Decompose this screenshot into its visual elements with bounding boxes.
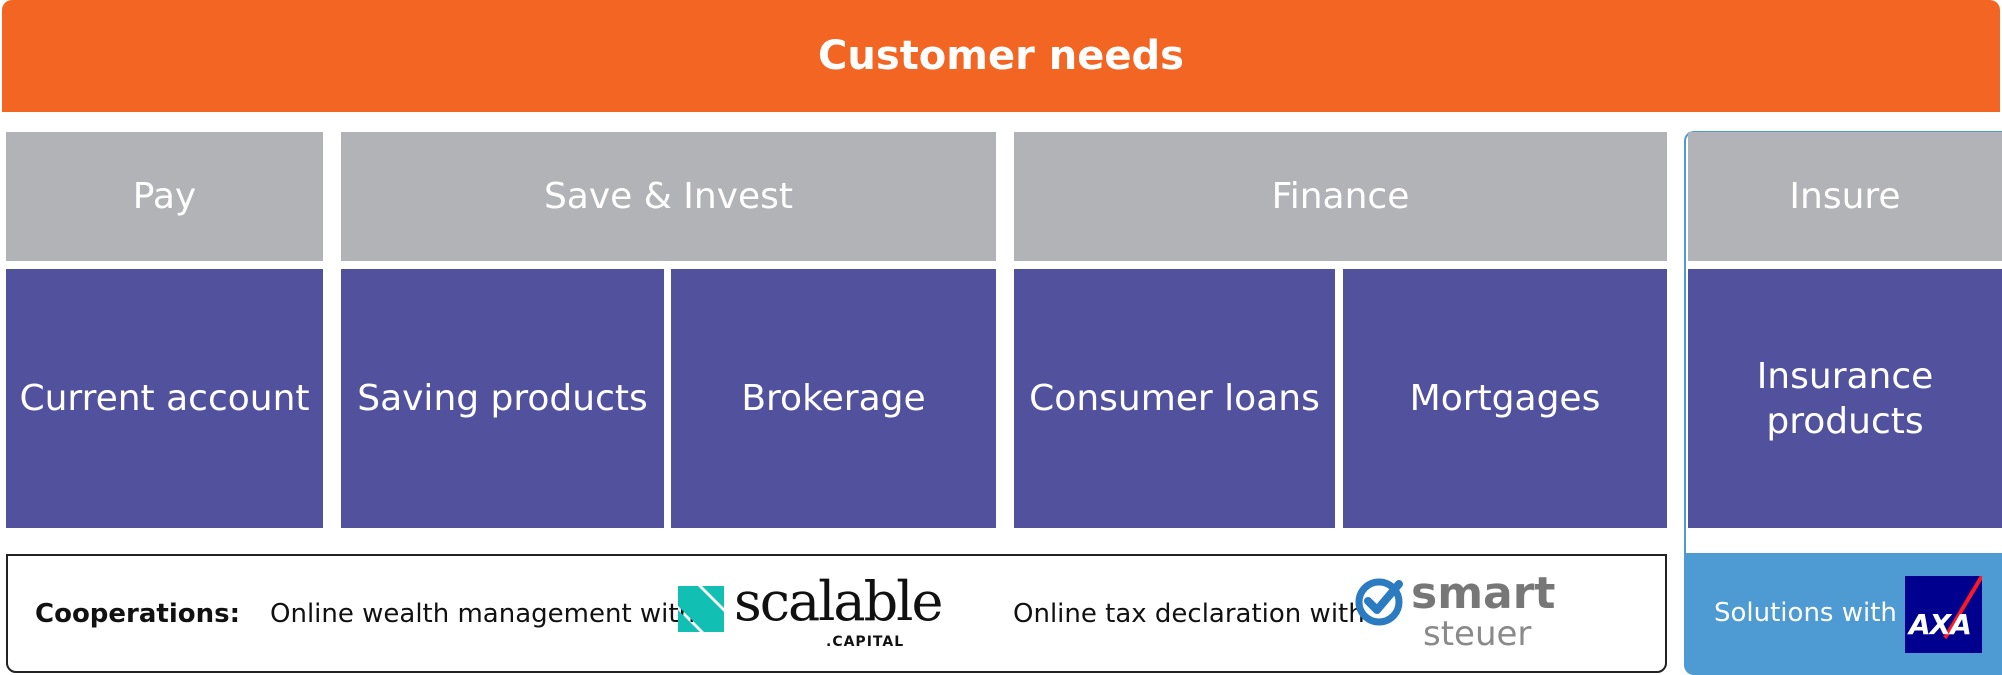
check-circle-icon	[1355, 578, 1403, 626]
category-save-invest: Save & Invest	[341, 132, 996, 261]
tax-declaration-text: Online tax declaration with	[1013, 599, 1365, 629]
cooperations-bar: Cooperations: Online wealth management w…	[6, 554, 1667, 673]
product-saving-products: Saving products	[341, 269, 664, 528]
category-finance-label: Finance	[1271, 176, 1410, 217]
category-finance: Finance	[1014, 132, 1667, 261]
product-mortgages: Mortgages	[1343, 269, 1667, 528]
scalable-logo-main: scalable	[734, 570, 943, 633]
product-consumer-loans: Consumer loans	[1014, 269, 1335, 528]
category-save-invest-label: Save & Invest	[543, 176, 794, 217]
scalable-logo-sub: .CAPITAL	[826, 634, 905, 650]
wealth-management-text: Online wealth management with	[270, 599, 696, 629]
smart-logo-main: smart	[1411, 568, 1556, 619]
product-brokerage-label: Brokerage	[741, 378, 926, 419]
category-pay: Pay	[6, 132, 323, 261]
product-mortgages-label: Mortgages	[1409, 378, 1601, 419]
axa-logo: AXA	[1905, 576, 1982, 653]
product-consumer-loans-label: Consumer loans	[1029, 378, 1320, 419]
smartsteuer-logo: smart steuer	[1353, 568, 1555, 660]
solutions-with-text: Solutions with	[1714, 598, 1897, 628]
product-current-account: Current account	[6, 269, 323, 528]
category-pay-label: Pay	[132, 176, 197, 217]
category-insure-label: Insure	[1789, 176, 1901, 217]
product-current-account-label: Current account	[19, 378, 310, 419]
scalable-capital-logo: scalable .CAPITAL	[678, 570, 943, 660]
product-saving-products-label: Saving products	[357, 378, 648, 419]
axa-slash-icon	[1943, 576, 1982, 640]
smart-logo-sub: steuer	[1423, 614, 1532, 654]
category-insure: Insure	[1688, 132, 2002, 261]
insurance-partner-bar: Solutions with AXA	[1685, 553, 2002, 674]
customer-needs-header: Customer needs	[2, 0, 2000, 112]
product-insurance-products: Insurance products	[1688, 269, 2002, 528]
product-brokerage: Brokerage	[671, 269, 996, 528]
scalable-mark-icon	[678, 586, 724, 632]
product-insurance-products-label: Insurance products	[1756, 355, 1934, 442]
header-title: Customer needs	[818, 33, 1184, 79]
axa-logo-text: AXA	[1909, 608, 1972, 641]
cooperations-label: Cooperations:	[35, 599, 241, 629]
